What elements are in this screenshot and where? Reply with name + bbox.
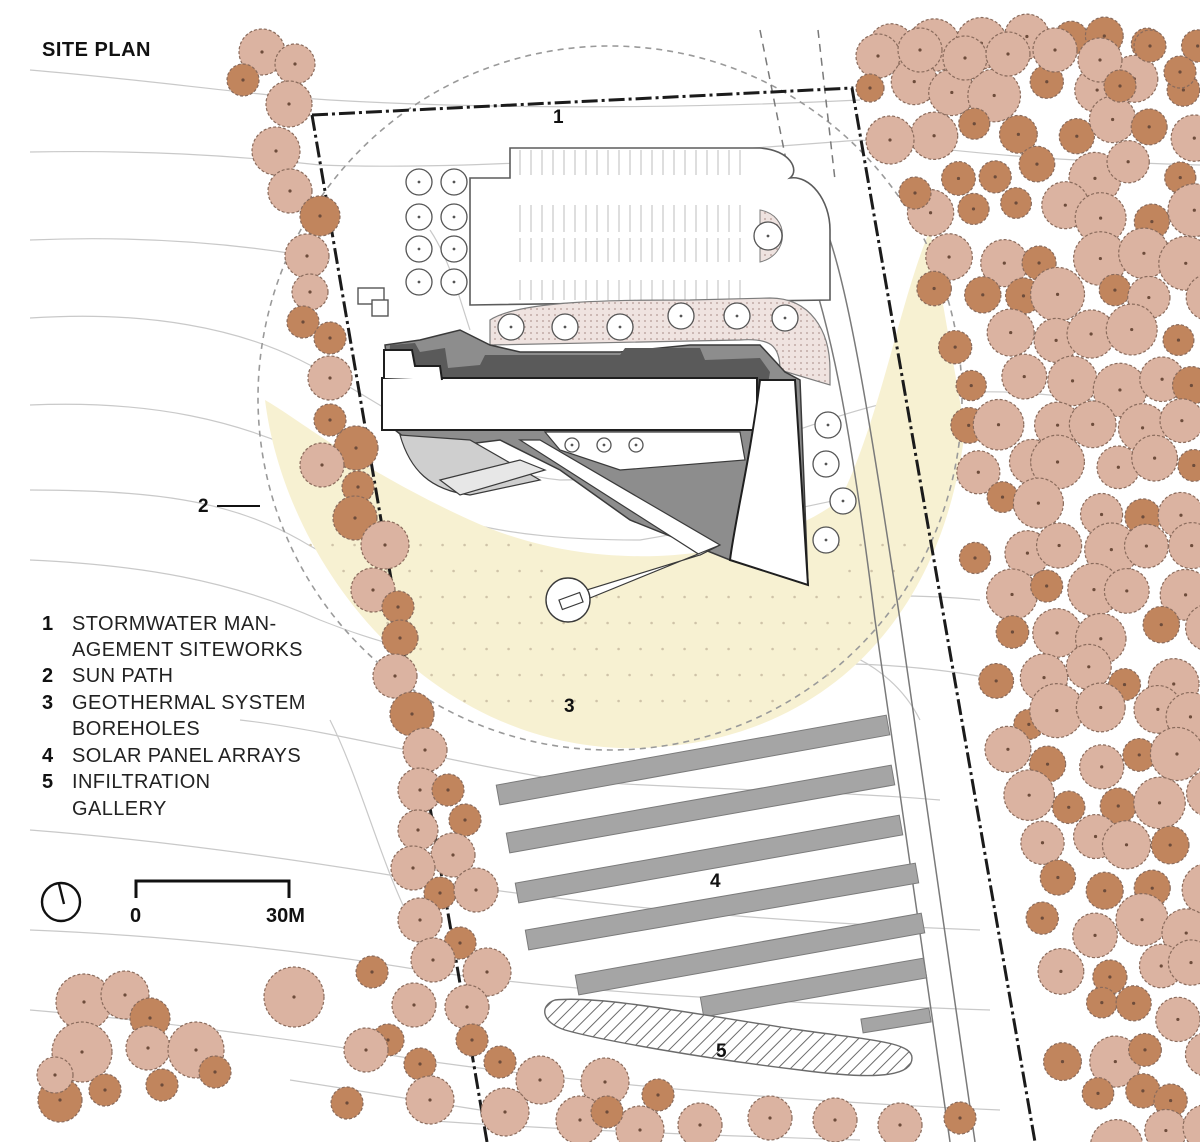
- callout-3: 3: [564, 696, 575, 717]
- shed: [357, 287, 389, 317]
- legend-num-3: 3: [42, 692, 53, 714]
- legend-text-3b: BOREHOLES: [72, 718, 200, 740]
- sun-path: [257, 45, 965, 751]
- legend-text-3a: GEOTHERMAL SYSTEM: [72, 692, 306, 714]
- callout-4: 4: [710, 871, 721, 892]
- existing-trees: [36, 13, 1200, 1142]
- north-arrow-icon: [40, 881, 82, 923]
- building: [381, 329, 810, 623]
- map-title: SITE PLAN: [42, 39, 151, 61]
- legend-num-1: 1: [42, 613, 53, 635]
- legend-text-1a: STORMWATER MAN-: [72, 613, 277, 635]
- solar-panel-arrays: [495, 714, 932, 1034]
- callout-2: 2: [198, 496, 209, 517]
- legend-text-2a: SUN PATH: [72, 665, 173, 687]
- legend-text-4a: SOLAR PANEL ARRAYS: [72, 745, 301, 767]
- infiltration-gallery: [544, 998, 913, 1077]
- legend-text-1b: AGEMENT SITEWORKS: [72, 639, 303, 661]
- legend-num-4: 4: [42, 745, 54, 767]
- scale-end-label: 30M: [266, 905, 305, 927]
- callouts: 1 2 3 4 5: [198, 107, 727, 1062]
- scale-bar: 0 30M: [130, 879, 305, 927]
- legend-text-5b: GALLERY: [72, 798, 167, 820]
- parking-lot: [469, 147, 831, 306]
- legend-num-2: 2: [42, 665, 53, 687]
- scale-start-label: 0: [130, 905, 141, 927]
- callout-5: 5: [716, 1041, 727, 1062]
- callout-1: 1: [553, 107, 564, 128]
- legend: 1 STORMWATER MAN- AGEMENT SITEWORKS 2 SU…: [42, 613, 306, 820]
- legend-num-5: 5: [42, 771, 53, 793]
- planted-trees: [405, 168, 857, 554]
- legend-text-5a: INFILTRATION: [72, 771, 211, 793]
